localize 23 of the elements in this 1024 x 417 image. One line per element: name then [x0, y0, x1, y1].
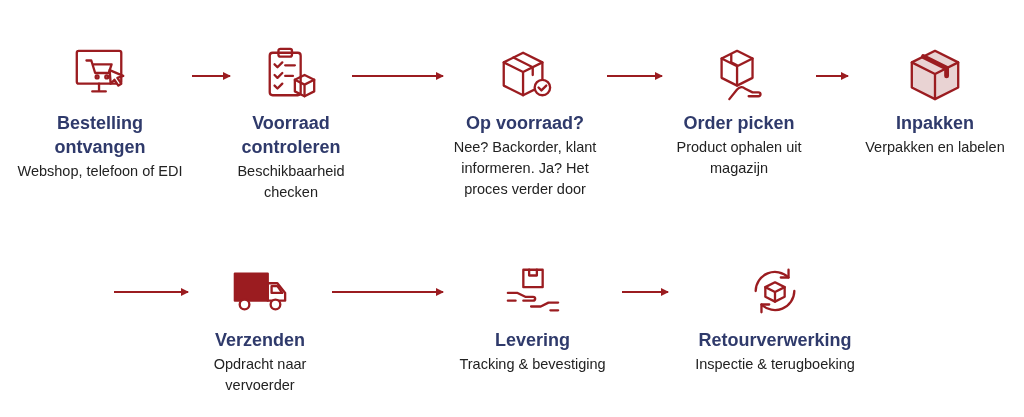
step-description: Webshop, telefoon of EDI [16, 162, 184, 181]
step-title: Op voorraad? [465, 112, 585, 135]
step-title: Levering [494, 329, 571, 352]
step-description: Verpakken en labelen [864, 138, 1006, 157]
step-title: Verzenden [213, 329, 306, 352]
arrow [351, 72, 444, 80]
step-description: Nee? Backorder, klant informeren. Ja? Het proces verder door [452, 138, 598, 199]
step-title: Order picken [682, 112, 796, 135]
step-description: Product ophalen uit magazijn [675, 138, 803, 178]
arrow [815, 72, 849, 80]
step-description: Opdracht naar vervoerder [212, 355, 308, 395]
step-description: Tracking & bevestiging [458, 355, 607, 374]
arrow [113, 288, 189, 296]
step-title: Inpakken [895, 112, 975, 135]
step-description: Beschikbaarheid checken [236, 162, 346, 202]
arrow [606, 72, 663, 80]
arrow [191, 72, 231, 80]
arrow [621, 288, 669, 296]
arrow [331, 288, 444, 296]
step-title: Bestelling ontvangen [53, 112, 147, 159]
step-title: Retourverwerking [697, 329, 853, 352]
step-title: Voorraad controleren [240, 112, 342, 159]
step-description: Inspectie & terugboeking [694, 355, 856, 374]
